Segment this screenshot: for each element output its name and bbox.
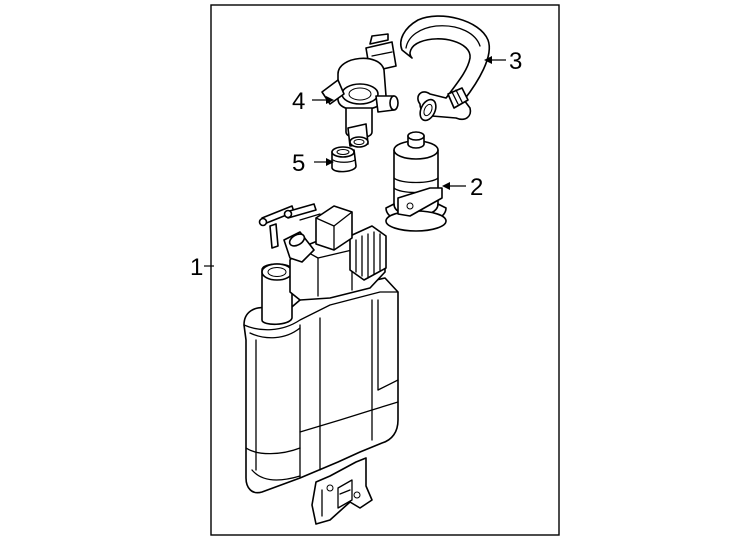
purge-valve[interactable] <box>321 33 399 148</box>
leader-3 <box>484 56 506 64</box>
grommet[interactable] <box>331 146 357 173</box>
callout-4: 4 <box>292 88 305 115</box>
hose[interactable] <box>400 15 491 123</box>
vapor-canister[interactable] <box>243 203 399 525</box>
leader-2 <box>442 182 466 190</box>
callout-3: 3 <box>509 48 522 75</box>
leader-4 <box>312 96 334 104</box>
filter[interactable] <box>385 131 447 232</box>
diagram-frame <box>210 4 560 536</box>
callout-5: 5 <box>292 150 305 177</box>
leader-5 <box>314 158 334 166</box>
callout-2: 2 <box>470 174 483 201</box>
callout-1: 1 <box>190 254 203 281</box>
